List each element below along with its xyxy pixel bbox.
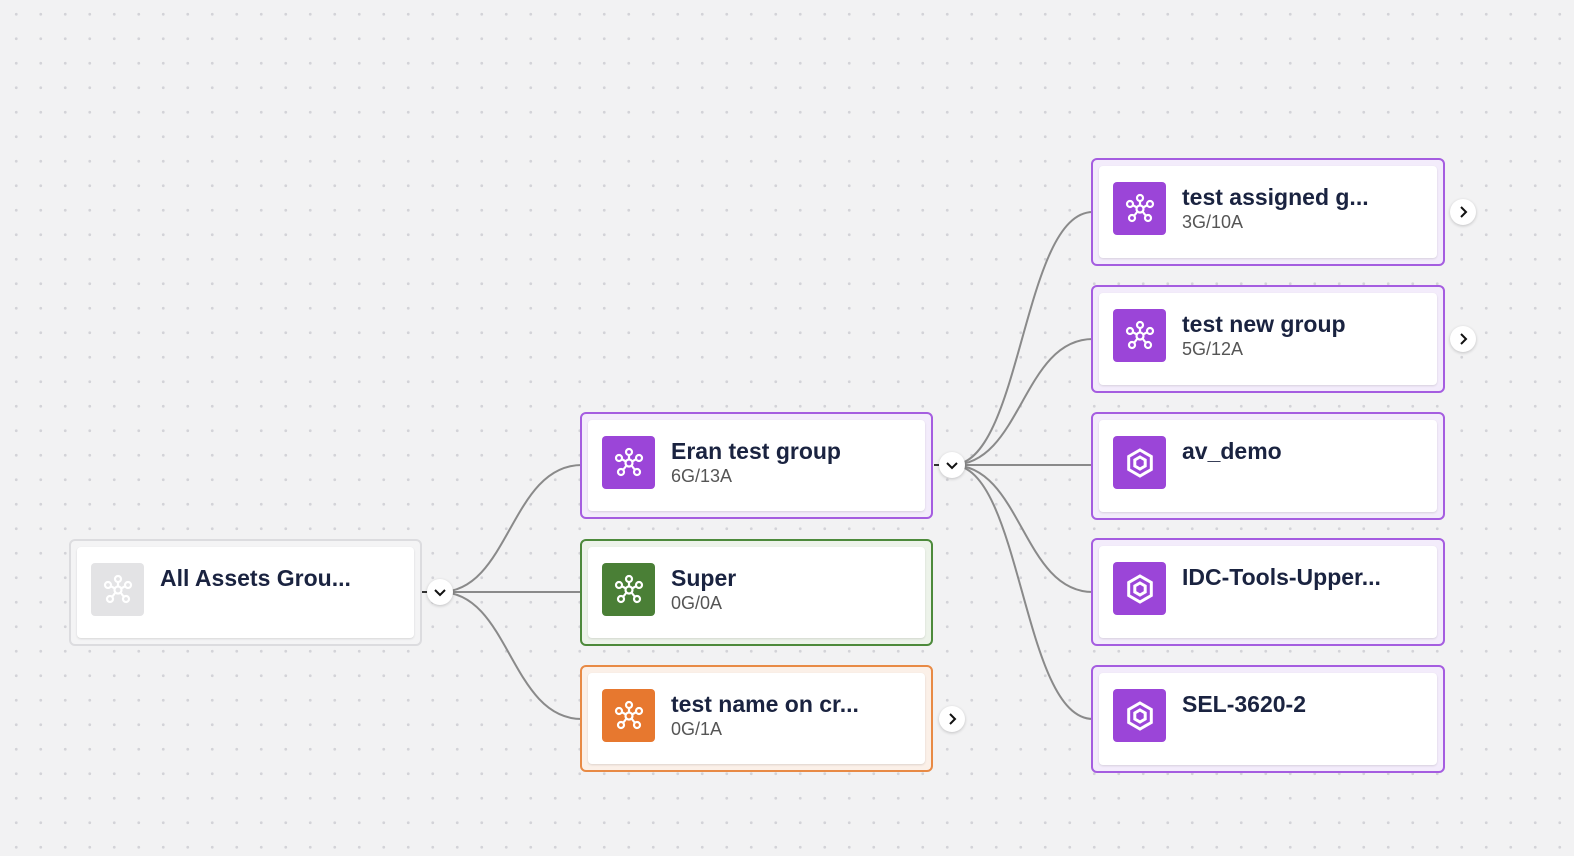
asset-group-icon: [91, 563, 144, 616]
node-title: Eran test group: [671, 438, 841, 464]
node-card: IDC-Tools-Upper...: [1099, 546, 1437, 638]
expand-toggle-test-name[interactable]: [939, 706, 965, 732]
expand-toggle-test-assigned[interactable]: [1450, 199, 1476, 225]
node-text: Eran test group 6G/13A: [671, 436, 841, 487]
node-card: All Assets Grou...: [77, 547, 414, 638]
node-subtitle: 5G/12A: [1182, 339, 1244, 359]
asset-group-icon: [1113, 309, 1166, 362]
node-super[interactable]: Super 0G/0A: [580, 539, 933, 646]
node-card: test assigned g... 3G/10A: [1099, 166, 1437, 258]
node-card: test name on cr... 0G/1A: [588, 673, 925, 764]
chevron-right-icon: [1460, 333, 1468, 345]
node-test-name-on-cr[interactable]: test name on cr... 0G/1A: [580, 665, 933, 772]
node-subtitle: 6G/13A: [671, 466, 733, 486]
node-test-assigned-g[interactable]: test assigned g... 3G/10A: [1091, 158, 1445, 266]
node-text: Super 0G/0A: [671, 563, 736, 614]
asset-group-icon: [1113, 182, 1166, 235]
chevron-down-icon: [434, 589, 446, 597]
asset-group-icon: [602, 563, 655, 616]
node-title: test name on cr...: [671, 691, 859, 717]
node-text: test name on cr... 0G/1A: [671, 689, 859, 740]
edge-eran-to-test-assigned: [951, 211, 1094, 466]
node-title: All Assets Grou...: [160, 565, 351, 591]
collapse-toggle-root[interactable]: [427, 579, 453, 605]
node-text: SEL-3620-2: [1182, 689, 1306, 718]
edge-root-to-eran: [439, 464, 583, 593]
node-text: test assigned g... 3G/10A: [1182, 182, 1369, 233]
asset-hexagon-icon: [1113, 689, 1166, 742]
node-title: SEL-3620-2: [1182, 691, 1307, 717]
node-card: Super 0G/0A: [588, 547, 925, 638]
node-subtitle: 3G/10A: [1182, 212, 1244, 232]
node-text: All Assets Grou...: [160, 563, 351, 592]
node-title: IDC-Tools-Upper...: [1182, 564, 1381, 590]
node-subtitle: 0G/1A: [671, 719, 723, 739]
node-text: av_demo: [1182, 436, 1282, 465]
node-title: test assigned g...: [1182, 184, 1369, 210]
node-eran-test-group[interactable]: Eran test group 6G/13A: [580, 412, 933, 519]
collapse-toggle-eran[interactable]: [939, 452, 965, 478]
expand-toggle-test-new-group[interactable]: [1450, 326, 1476, 352]
node-subtitle: 0G/0A: [671, 593, 723, 613]
chevron-right-icon: [1460, 206, 1468, 218]
edge-eran-to-sel: [951, 464, 1094, 720]
chevron-right-icon: [949, 713, 957, 725]
node-text: IDC-Tools-Upper...: [1182, 562, 1381, 591]
node-test-new-group[interactable]: test new group 5G/12A: [1091, 285, 1445, 393]
edge-eran-to-test-new-group: [951, 338, 1094, 466]
node-sel-3620-2[interactable]: SEL-3620-2: [1091, 665, 1445, 773]
node-title: test new group: [1182, 311, 1346, 337]
asset-hexagon-icon: [1113, 562, 1166, 615]
node-av-demo[interactable]: av_demo: [1091, 412, 1445, 520]
chevron-down-icon: [946, 462, 958, 470]
node-title: av_demo: [1182, 438, 1282, 464]
node-idc-tools-upper[interactable]: IDC-Tools-Upper...: [1091, 538, 1445, 646]
node-card: SEL-3620-2: [1099, 673, 1437, 765]
node-title: Super: [671, 565, 737, 591]
node-card: test new group 5G/12A: [1099, 293, 1437, 385]
edge-eran-to-idc-tools: [951, 464, 1094, 593]
edge-root-to-test-name: [439, 591, 583, 720]
node-all-assets-group[interactable]: All Assets Grou...: [69, 539, 422, 646]
node-card: av_demo: [1099, 420, 1437, 512]
asset-hexagon-icon: [1113, 436, 1166, 489]
node-card: Eran test group 6G/13A: [588, 420, 925, 511]
node-text: test new group 5G/12A: [1182, 309, 1346, 360]
asset-group-icon: [602, 436, 655, 489]
asset-group-icon: [602, 689, 655, 742]
